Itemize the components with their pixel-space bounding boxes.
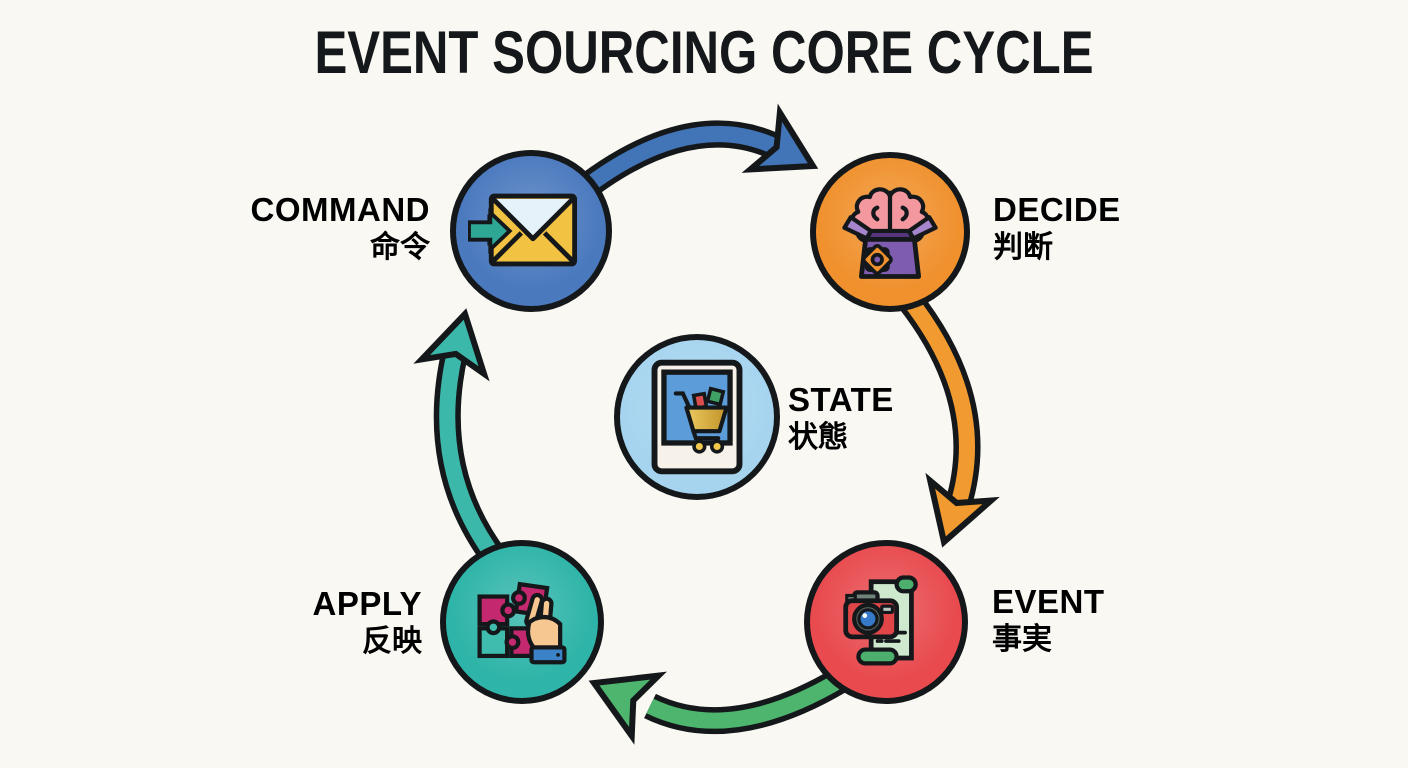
event-label-ja: 事実 [992, 622, 1052, 656]
camera-snapshot-scroll-icon [843, 575, 918, 666]
event-label: EVENT 事実 [992, 584, 1105, 656]
arrow-command-to-decide [563, 103, 819, 209]
command-label-ja: 命令 [370, 230, 430, 264]
envelope-with-arrow-icon [468, 193, 578, 267]
decide-label: DECIDE 判断 [993, 192, 1121, 264]
arrowhead-command [413, 308, 490, 382]
node-command [450, 150, 612, 312]
cuff [529, 645, 567, 665]
apply-label-en: APPLY [312, 585, 422, 622]
apply-label: APPLY 反映 [313, 586, 423, 658]
node-decide [810, 152, 970, 312]
state-label: STATE 状態 [788, 382, 894, 454]
brain-in-open-box-icon [842, 187, 938, 279]
event-label-en: EVENT [992, 583, 1105, 620]
decide-label-en: DECIDE [993, 191, 1121, 228]
decide-label-ja: 判断 [993, 230, 1053, 264]
page-title: EVENT SOURCING CORE CYCLE [314, 19, 1094, 86]
arrow-apply-to-command [413, 308, 506, 567]
node-apply [440, 540, 604, 704]
gear-icon [861, 244, 893, 276]
arrow-event-to-apply [588, 668, 847, 745]
node-state [614, 334, 780, 500]
command-label: COMMAND 命令 [251, 192, 430, 264]
apply-label-ja: 反映 [362, 624, 422, 658]
arrowhead-event [925, 472, 1000, 548]
state-label-ja: 状態 [788, 420, 848, 454]
command-label-en: COMMAND [250, 191, 430, 228]
node-event [804, 540, 968, 704]
arrowhead-apply [588, 671, 667, 745]
incoming-arrow-glyph [468, 208, 513, 254]
puzzle-pieces-hand-icon [477, 581, 567, 665]
arrow-decide-to-event [897, 289, 1000, 548]
state-label-en: STATE [788, 381, 894, 418]
hand-icon [524, 592, 563, 650]
arrowhead-decide [741, 103, 819, 173]
shopping-cart-photo-icon [651, 359, 743, 475]
